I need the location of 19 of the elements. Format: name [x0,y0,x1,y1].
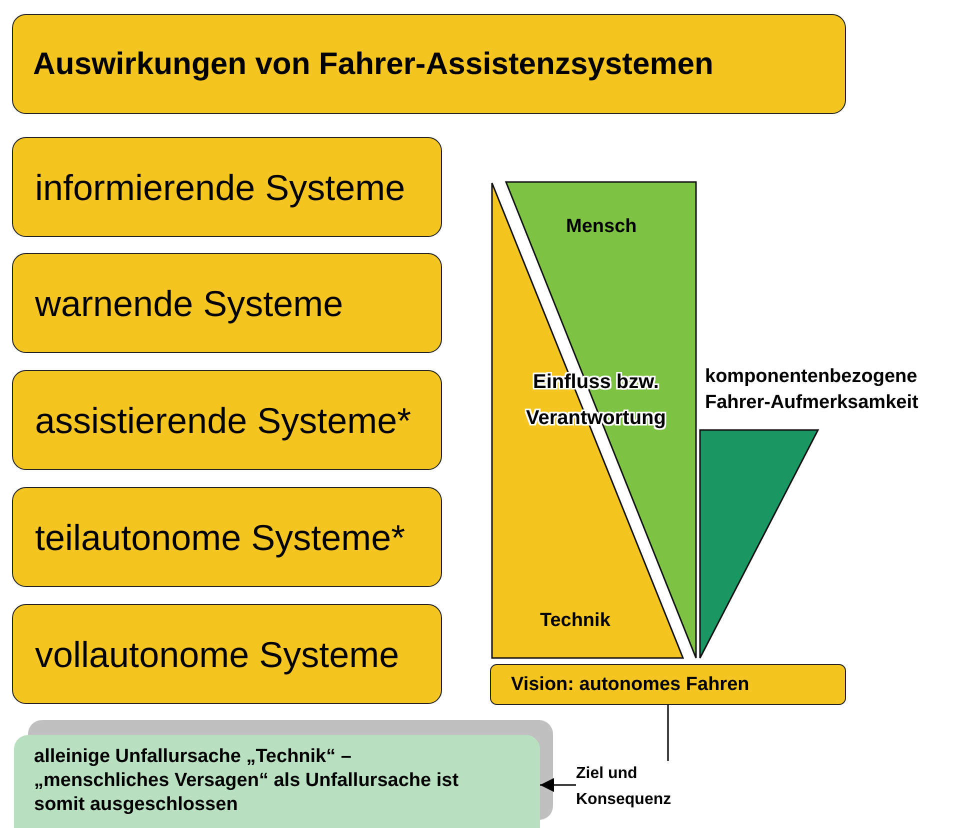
category-box [12,370,442,470]
box-text: informierende Systeme [35,166,406,210]
box-text: vollautonome Systeme [35,632,400,676]
category-box [12,137,442,237]
category-box [12,487,442,587]
title: Auswirkungen von Fahrer-Assistenzsystemen [33,44,714,83]
category-box [12,604,442,704]
box-text: Vision: autonomes Fahren [511,672,750,696]
triangle-label: Technik [540,610,610,632]
category-box [12,253,442,353]
box-text: warnende Systeme [35,282,344,326]
result-box [14,735,540,828]
box-text: assistierende Systeme* [35,398,412,442]
title-box [12,14,846,114]
box-text: teilautonome Systeme* [35,516,406,560]
box-text: alleinige Unfallursache „Technik“ – „menschliches Versagen“ als Unfallursache ist somit ausgeschlossen [34,745,460,816]
side-caption: komponentenbezogene Fahrer-Aufmerksamkeit [705,365,920,415]
category-box [490,664,846,705]
triangle-label: Mensch [566,216,637,238]
